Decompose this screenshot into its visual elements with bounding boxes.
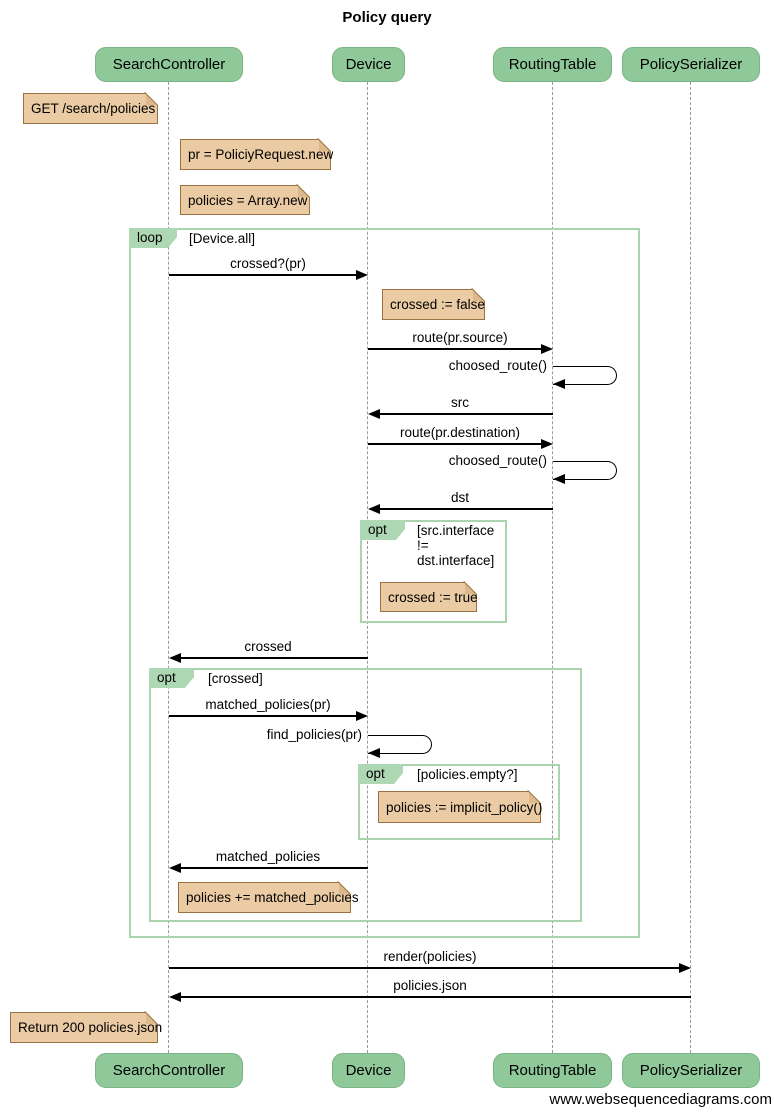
arrowhead-left bbox=[368, 748, 380, 758]
arrowhead-left bbox=[169, 992, 181, 1002]
frame-loop-device-all bbox=[129, 228, 640, 938]
lifeline-searchcontroller bbox=[168, 82, 169, 1053]
frame-opt-policies-empty bbox=[358, 764, 560, 840]
message-line bbox=[368, 348, 541, 350]
message-label: policies.json bbox=[393, 978, 467, 993]
message-label: choosed_route() bbox=[448, 453, 547, 468]
frame-opt-policies-empty-label: opt bbox=[366, 766, 385, 781]
note-text: pr = PoliciyRequest.new bbox=[188, 147, 334, 162]
message-line bbox=[181, 867, 368, 869]
note-text: GET /search/policies bbox=[31, 101, 156, 116]
lifeline-routingtable bbox=[552, 82, 553, 1053]
arrowhead-left bbox=[368, 409, 380, 419]
message-line bbox=[368, 443, 541, 445]
frame-opt-policies-empty-tab bbox=[358, 764, 403, 784]
message-label: matched_policies bbox=[215, 849, 321, 864]
fold-corner-icon bbox=[146, 1012, 158, 1024]
frame-opt-interface-tab bbox=[360, 520, 405, 540]
fold-corner-icon bbox=[298, 185, 310, 197]
frame-opt-crossed-label: opt bbox=[157, 670, 176, 685]
note-text: policies = Array.new bbox=[188, 192, 308, 208]
arrowhead-left bbox=[169, 653, 181, 663]
note-pr-new: pr = PoliciyRequest.new bbox=[180, 139, 334, 170]
frame-opt-interface bbox=[360, 520, 507, 623]
message-line bbox=[181, 996, 691, 998]
message-line bbox=[169, 715, 356, 717]
self-message-loop bbox=[553, 461, 617, 480]
fold-corner-icon bbox=[465, 582, 477, 594]
participant-top-routingtable: RoutingTable bbox=[493, 47, 612, 82]
message-label: route(pr.destination) bbox=[399, 425, 521, 440]
message-label: choosed_route() bbox=[448, 358, 547, 373]
note-get-search-policies: GET /search/policies bbox=[23, 93, 158, 124]
note-text: crossed := false bbox=[390, 297, 485, 312]
participant-top-searchcontroller: SearchController bbox=[95, 47, 243, 82]
arrowhead-right bbox=[679, 963, 691, 973]
message-label: route(pr.source) bbox=[412, 330, 508, 345]
fold-corner-icon bbox=[319, 139, 331, 151]
message-line bbox=[181, 657, 368, 659]
fold-corner-icon bbox=[146, 93, 158, 105]
participant-bottom-policyserializer: PolicySerializer bbox=[622, 1053, 760, 1088]
frame-opt-crossed-condition: [crossed] bbox=[208, 671, 263, 686]
participant-bottom-routingtable: RoutingTable bbox=[493, 1053, 612, 1088]
fold-corner-icon bbox=[529, 791, 541, 803]
participant-bottom-searchcontroller: SearchController bbox=[95, 1053, 243, 1088]
arrowhead-right bbox=[541, 344, 553, 354]
fold-corner-icon bbox=[339, 882, 351, 894]
message-label: find_policies(pr) bbox=[266, 727, 362, 742]
watermark: www.websequencediagrams.com bbox=[549, 1091, 772, 1108]
note-text: policies := implicit_policy() bbox=[386, 799, 543, 815]
message-line bbox=[169, 967, 679, 969]
arrowhead-right bbox=[356, 711, 368, 721]
frame-opt-interface-label: opt bbox=[368, 522, 387, 537]
arrowhead-right bbox=[356, 270, 368, 280]
note-implicit-policy: policies := implicit_policy() bbox=[378, 791, 543, 823]
arrowhead-left bbox=[553, 379, 565, 389]
fold-corner-icon bbox=[473, 289, 485, 301]
self-message-loop bbox=[368, 735, 432, 754]
lifeline-policyserializer bbox=[690, 82, 691, 1053]
note-policies-append: policies += matched_policies bbox=[178, 882, 359, 913]
message-label: render(policies) bbox=[383, 949, 477, 964]
note-text: policies += matched_policies bbox=[186, 890, 359, 905]
frame-loop-tab bbox=[129, 228, 177, 248]
arrowhead-left bbox=[553, 474, 565, 484]
self-message-loop bbox=[553, 366, 617, 385]
page-title: Policy query bbox=[342, 9, 432, 26]
note-policies-array: policies = Array.new bbox=[180, 185, 310, 215]
message-label: src bbox=[451, 395, 469, 410]
lifeline-device bbox=[367, 82, 368, 1053]
arrowhead-right bbox=[541, 439, 553, 449]
note-text: Return 200 policies.json bbox=[18, 1020, 163, 1035]
message-label: dst bbox=[450, 490, 470, 505]
participant-bottom-device: Device bbox=[332, 1053, 405, 1088]
participant-top-policyserializer: PolicySerializer bbox=[622, 47, 760, 82]
note-crossed-true: crossed := true bbox=[380, 582, 478, 612]
note-crossed-false: crossed := false bbox=[382, 289, 485, 320]
note-return-200: Return 200 policies.json bbox=[10, 1012, 162, 1043]
note-text: crossed := true bbox=[388, 589, 478, 605]
message-label: matched_policies(pr) bbox=[205, 697, 331, 712]
frame-loop-condition: [Device.all] bbox=[189, 231, 256, 246]
message-label: crossed bbox=[244, 639, 292, 654]
frame-opt-crossed-tab bbox=[149, 668, 194, 688]
arrowhead-left bbox=[368, 504, 380, 514]
frame-opt-interface-condition: [src.interface != dst.interface] bbox=[417, 523, 495, 568]
message-line bbox=[380, 413, 553, 415]
frame-loop-label: loop bbox=[137, 230, 163, 245]
message-line bbox=[380, 508, 553, 510]
message-line bbox=[169, 274, 356, 276]
arrowhead-left bbox=[169, 863, 181, 873]
frame-opt-crossed bbox=[149, 668, 582, 922]
message-label: crossed?(pr) bbox=[230, 256, 306, 271]
participant-top-device: Device bbox=[332, 47, 405, 82]
frame-opt-policies-empty-condition: [policies.empty?] bbox=[417, 767, 518, 782]
